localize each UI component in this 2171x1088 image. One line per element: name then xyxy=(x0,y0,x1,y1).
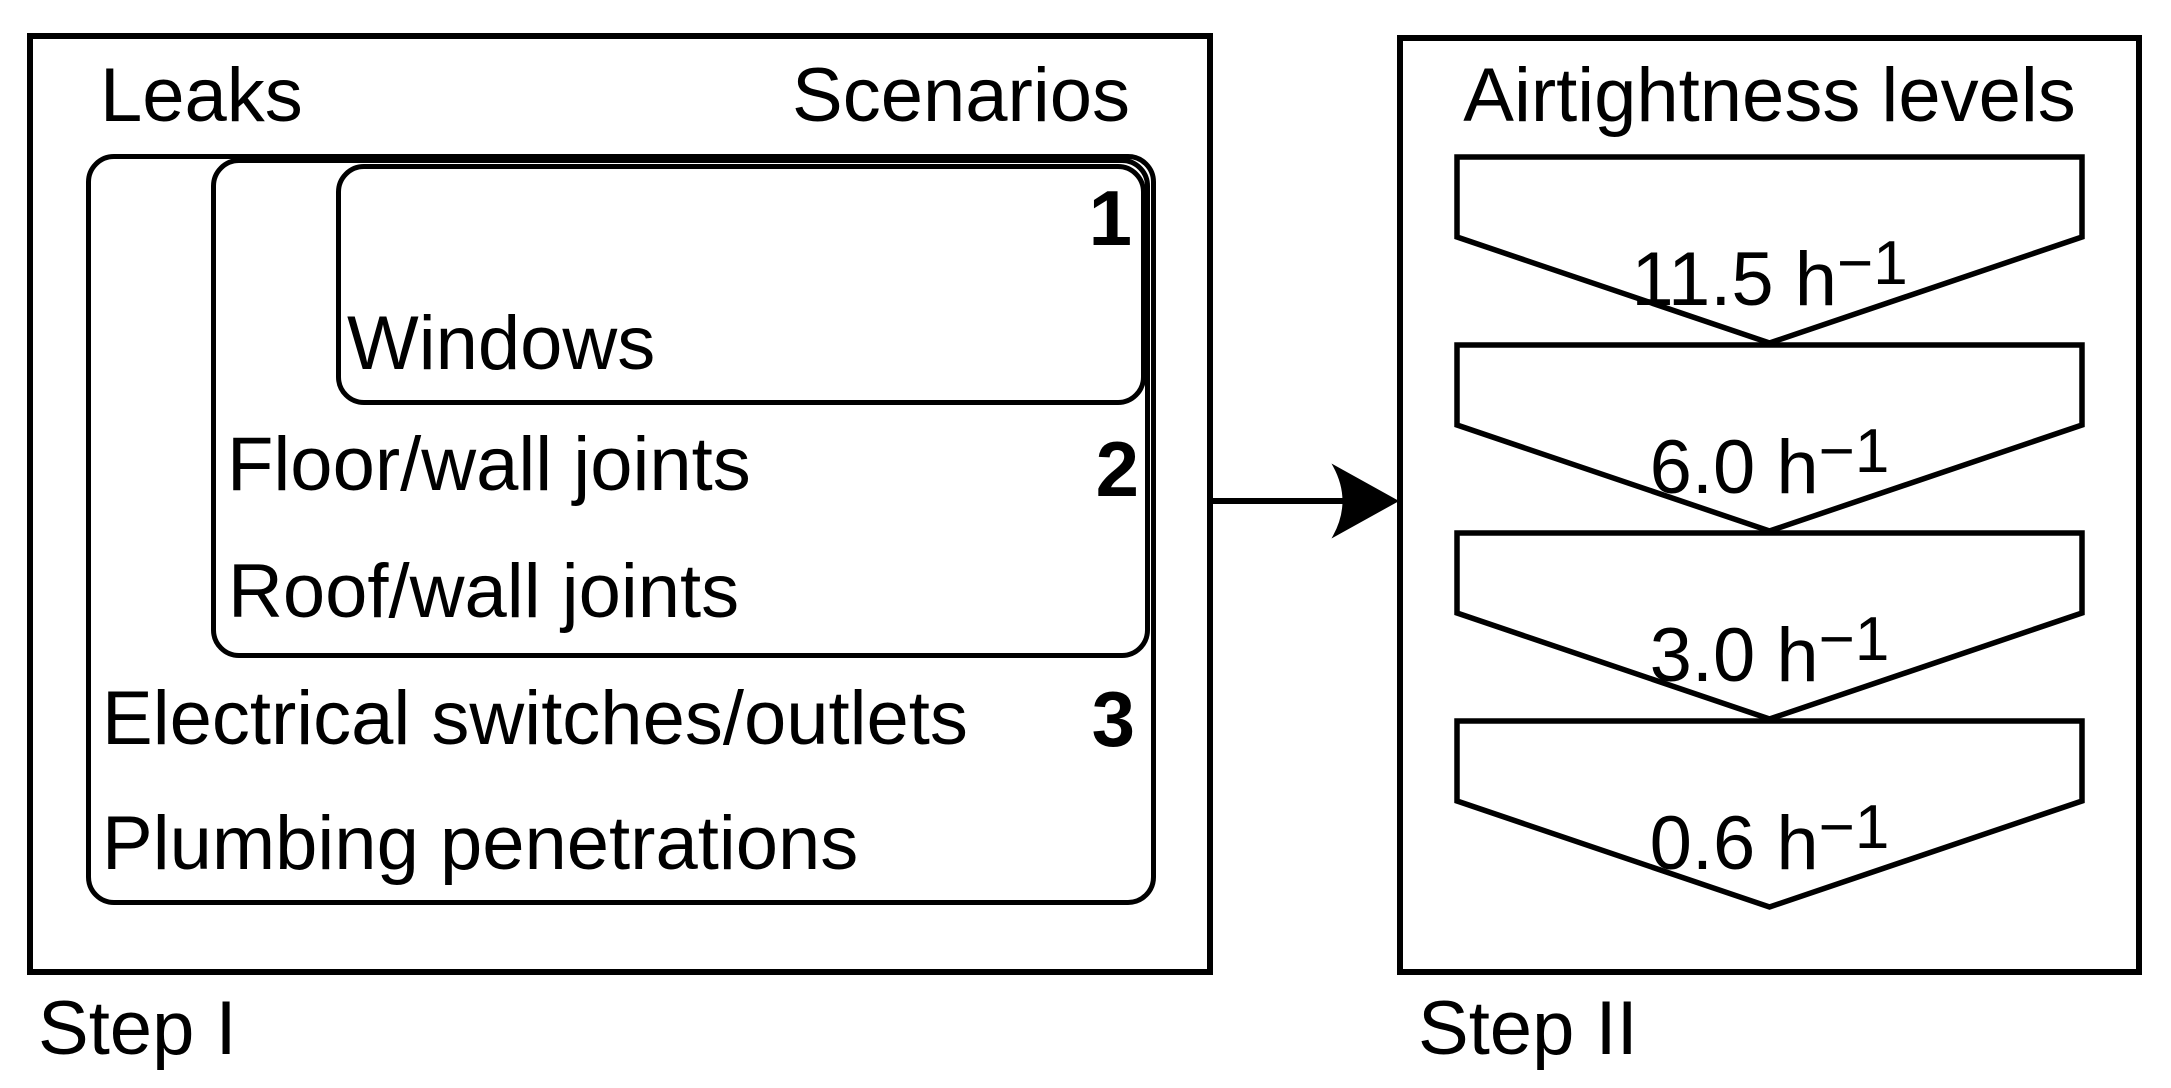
airtightness-value-3-base: 3.0 h xyxy=(1649,613,1819,698)
scenario-box-2 xyxy=(211,158,1150,658)
airtightness-header: Airtightness levels xyxy=(1463,53,2076,138)
airtightness-value-4: 0.6 h−1 xyxy=(1457,783,2082,889)
airtightness-chevron-2 xyxy=(1454,342,2085,534)
leak-label-electrical-switches-outlets: Electrical switches/outlets xyxy=(102,676,968,761)
scenario-number-2: 2 xyxy=(1095,425,1139,513)
leaks-header: Leaks xyxy=(100,53,303,138)
airtightness-value-3: 3.0 h−1 xyxy=(1457,595,2082,701)
airtightness-value-2-exponent: −1 xyxy=(1818,417,1890,486)
airtightness-chevron-1 xyxy=(1454,154,2085,346)
leak-label-windows: Windows xyxy=(347,301,656,386)
scenario-number-1: 1 xyxy=(1088,174,1132,262)
airtightness-chevron-4 xyxy=(1454,718,2085,910)
airtightness-value-1: 11.5 h−1 xyxy=(1457,219,2082,325)
airtightness-value-2-base: 6.0 h xyxy=(1649,425,1819,510)
scenarios-header: Scenarios xyxy=(792,53,1130,138)
airtightness-value-2: 6.0 h−1 xyxy=(1457,407,2082,513)
step2-caption: Step II xyxy=(1418,986,1638,1071)
step1-panel xyxy=(27,33,1213,975)
airtightness-value-4-exponent: −1 xyxy=(1818,793,1890,862)
airtightness-chevron-3 xyxy=(1454,530,2085,722)
scenario-number-3: 3 xyxy=(1091,675,1135,763)
right-arrow-icon xyxy=(1213,463,1400,539)
step1-caption: Step I xyxy=(38,986,237,1071)
leak-label-plumbing-penetrations: Plumbing penetrations xyxy=(102,801,859,886)
airtightness-value-4-base: 0.6 h xyxy=(1649,801,1819,886)
scenario-box-1 xyxy=(336,164,1146,405)
airtightness-value-1-exponent: −1 xyxy=(1836,229,1908,298)
scenario-box-3 xyxy=(86,154,1156,905)
airtightness-value-1-base: 11.5 h xyxy=(1631,237,1837,322)
leak-label-floor-wall-joints: Floor/wall joints xyxy=(227,422,751,507)
leak-label-roof-wall-joints: Roof/wall joints xyxy=(228,549,740,634)
airtightness-value-3-exponent: −1 xyxy=(1818,605,1890,674)
